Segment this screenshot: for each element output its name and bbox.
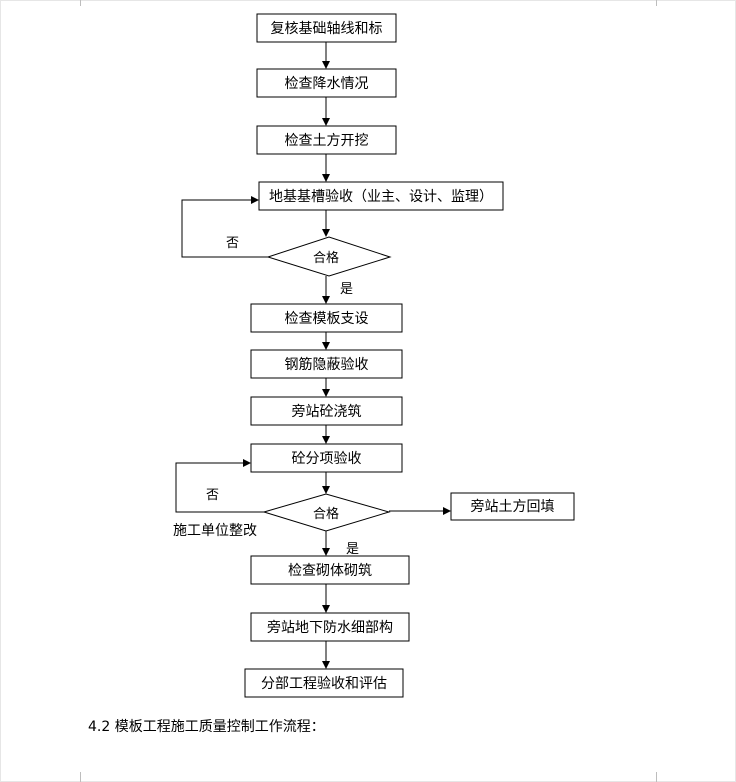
step-concrete-pouring-supervision: 旁站砼浇筑 bbox=[250, 396, 403, 426]
svg-text:复核基础轴线和标: 复核基础轴线和标 bbox=[271, 20, 383, 37]
label-yes-2: 是 bbox=[346, 542, 359, 557]
step-check-dewatering: 检查降水情况 bbox=[256, 68, 397, 98]
svg-text:地基基槽验收（业主、设计、监理）: 地基基槽验收（业主、设计、监理） bbox=[269, 188, 493, 205]
section-caption: 4.2 模板工程施工质量控制工作流程： bbox=[88, 719, 325, 735]
decision-qualified-1: 合格 bbox=[266, 236, 392, 277]
svg-text:检查降水情况: 检查降水情况 bbox=[285, 76, 369, 92]
step-verify-axis: 复核基础轴线和标 bbox=[256, 13, 397, 43]
step-check-formwork: 检查模板支设 bbox=[250, 303, 403, 333]
step-foundation-acceptance: 地基基槽验收（业主、设计、监理） bbox=[258, 181, 504, 211]
label-yes-1: 是 bbox=[340, 282, 353, 297]
crop-mark-top-left bbox=[70, 0, 81, 6]
connectors bbox=[175, 42, 451, 669]
decision-qualified-2: 合格 bbox=[262, 493, 391, 532]
step-division-acceptance: 分部工程验收和评估 bbox=[244, 668, 404, 698]
step-check-masonry: 检查砌体砌筑 bbox=[250, 555, 410, 585]
svg-text:钢筋隐蔽验收: 钢筋隐蔽验收 bbox=[285, 356, 369, 373]
svg-text:旁站土方回填: 旁站土方回填 bbox=[471, 498, 555, 515]
svg-text:合格: 合格 bbox=[313, 506, 339, 522]
svg-text:检查砌体砌筑: 检查砌体砌筑 bbox=[288, 563, 372, 579]
step-backfill-supervision: 旁站土方回填 bbox=[450, 492, 575, 521]
svg-text:分部工程验收和评估: 分部工程验收和评估 bbox=[261, 676, 387, 692]
crop-mark-top-right bbox=[656, 0, 667, 6]
svg-text:旁站地下防水细部构: 旁站地下防水细部构 bbox=[267, 619, 393, 636]
svg-text:检查土方开挖: 检查土方开挖 bbox=[285, 133, 369, 149]
svg-text:砼分项验收: 砼分项验收 bbox=[292, 451, 362, 467]
svg-text:检查模板支设: 检查模板支设 bbox=[285, 311, 369, 327]
crop-mark-bottom-right bbox=[656, 772, 667, 782]
label-no-1: 否 bbox=[226, 236, 239, 251]
step-rebar-concealed-acceptance: 钢筋隐蔽验收 bbox=[250, 349, 403, 379]
crop-mark-bottom-left bbox=[70, 772, 81, 782]
label-no-2: 否 bbox=[206, 488, 219, 503]
step-underground-waterproofing: 旁站地下防水细部构 bbox=[250, 612, 410, 642]
step-concrete-item-acceptance: 砼分项验收 bbox=[250, 443, 403, 473]
label-rework: 施工单位整改 bbox=[173, 523, 257, 539]
step-check-excavation: 检查土方开挖 bbox=[256, 125, 397, 155]
svg-text:旁站砼浇筑: 旁站砼浇筑 bbox=[292, 403, 362, 420]
svg-text:合格: 合格 bbox=[313, 250, 339, 266]
